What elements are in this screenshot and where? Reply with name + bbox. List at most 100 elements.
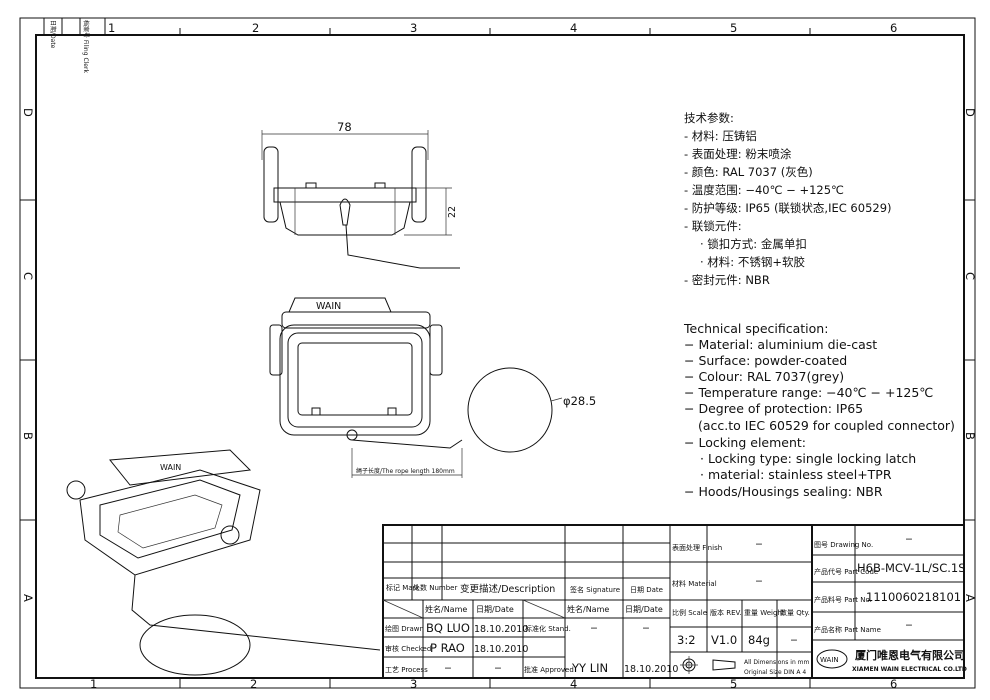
label-text: 签名 Signature [570, 585, 620, 594]
isometric-view: WAIN [66, 449, 381, 676]
label-text: 图号 Drawing No. [814, 541, 873, 549]
label-text: - 颜色: RAL 7037 (灰色) [684, 165, 813, 179]
label-text: 产品料号 Part No. [814, 595, 872, 604]
label-text: 5 [730, 677, 737, 691]
label-text: 日期/Date [49, 20, 57, 49]
label-text: BQ LUO [426, 621, 470, 635]
label-text: 技术参数: [684, 111, 734, 125]
company-logo: WAIN [816, 649, 848, 669]
label-text: 1 [90, 677, 97, 691]
label-text: V1.0 [711, 633, 737, 647]
label-text: 日期/Date [476, 605, 514, 614]
label-text: A [963, 594, 977, 602]
label-text: 处数 Number [413, 583, 457, 592]
company-name-en: XIAMEN WAIN ELECTRICAL CO.LTD [852, 666, 967, 673]
label-text: - 防护等级: IP65 (联锁状态,IEC 60529) [684, 201, 892, 215]
outer-frame [19, 17, 976, 689]
spec-english: Technical specification: − Material: alu… [683, 321, 955, 499]
label-text: 18.10.2010 [624, 664, 678, 675]
label-text: A [21, 594, 35, 602]
label-text: 5 [730, 21, 737, 35]
side-view: 78 22 [261, 120, 460, 269]
label-text: - 联锁元件: [684, 219, 742, 233]
label-text: 标记 Mark [386, 583, 420, 592]
label-text: 18.10.2010 [474, 644, 528, 655]
label-text: 姓名/Name [567, 604, 609, 614]
label-text: - 密封元件: NBR [684, 273, 770, 287]
label-text: (acc.to IEC 60529 for coupled connector) [698, 418, 955, 433]
dimension-width: 78 [337, 120, 352, 134]
label-text: 1 [108, 21, 115, 35]
label-text: 工艺 Process [385, 666, 428, 674]
label-text: 3:2 [677, 633, 696, 647]
title-block: 标记 Mark 处数 Number 变更描述/Description 签名 Si… [382, 524, 967, 679]
label-text: 重量 Weight [744, 609, 785, 617]
label-text: · material: stainless steel+TPR [700, 467, 892, 482]
label-text: 批准 Approved [524, 665, 574, 674]
label-text: 姓名/Name [425, 604, 467, 614]
label-text: WAIN [160, 463, 181, 472]
label-text: 表面处理 Finish [672, 543, 722, 552]
label-text: B [963, 432, 977, 440]
label-text: 18.10.2010 [474, 624, 528, 635]
label-text: 变更描述/Description [460, 583, 555, 595]
label-text: − [790, 635, 798, 646]
label-text: − [642, 623, 650, 634]
label-text: 版本 REV. [710, 608, 742, 617]
label-text: − Material: aluminium die-cast [684, 337, 877, 352]
label-text: 2 [250, 677, 257, 691]
label-text: 日期 Date [630, 586, 663, 594]
label-text: − Hoods/Housings sealing: NBR [684, 484, 883, 499]
label-text: 6 [890, 21, 897, 35]
label-text: − Locking element: [684, 435, 806, 450]
label-text: · 材料: 不锈钢+软胶 [700, 255, 805, 269]
rope-length-note: 绳子长度/The rope length 180mm [356, 467, 455, 475]
label-text: 3 [410, 21, 417, 35]
label-text: 材料 Material [672, 579, 717, 588]
label-text: Technical specification: [683, 321, 828, 336]
label-text: - 温度范围: −40℃ − +125℃ [684, 183, 844, 197]
label-text: 产品代号 Part Code [814, 567, 878, 576]
label-text: 数量 Qty. [780, 608, 810, 617]
label-text: − Colour: RAL 7037(grey) [684, 369, 844, 384]
label-text: − Degree of protection: IP65 [684, 401, 863, 416]
top-view: WAIN φ28.5 绳子长度/The rope length 180mm [269, 297, 596, 478]
label-text: − [494, 663, 502, 674]
label-text: − [755, 576, 763, 587]
label-text: Original Size DIN A 4 [744, 669, 806, 676]
dimension-ring-diameter: φ28.5 [563, 394, 596, 408]
column-markers: 1 2 3 4 5 6 1 2 3 4 5 6 [90, 21, 897, 691]
label-text: 1110060218101 [866, 590, 961, 604]
label-text: 6 [890, 677, 897, 691]
label-text: 3 [410, 677, 417, 691]
label-text: D [963, 108, 977, 117]
label-text: · 锁扣方式: 金属单扣 [700, 237, 807, 251]
label-text: 比例 Scale [672, 608, 707, 617]
row-markers: D C B A D C B A [20, 108, 977, 602]
dimension-height: 22 [447, 206, 458, 218]
label-text: C [963, 272, 977, 280]
label-text: 日期/Date [625, 605, 663, 614]
label-text: − [444, 663, 452, 674]
label-text: YY LIN [571, 661, 608, 675]
label-text: P RAO [430, 641, 465, 655]
label-text: WAIN [316, 301, 341, 312]
projection-symbol-icon [680, 656, 736, 674]
label-text: 4 [570, 677, 577, 691]
label-text: 档案号 Filing Clerk [82, 20, 90, 73]
label-text: All Dimensions in mm [744, 659, 809, 666]
label-text: H6B-MCV-1L/SC.1S [857, 561, 966, 575]
label-text: 标准化 Stand. [525, 624, 571, 633]
label-text: - 表面处理: 粉末喷涂 [684, 147, 792, 161]
label-text: 绘图 Drawn [385, 624, 424, 633]
label-text: 4 [570, 21, 577, 35]
label-text: C [21, 272, 35, 280]
label-text: − [905, 620, 913, 631]
label-text: − [590, 623, 598, 634]
label-text: D [21, 108, 35, 117]
label-text: 产品名称 Part Name [814, 625, 881, 634]
label-text: − [755, 539, 763, 550]
label-text: 84g [748, 633, 770, 647]
filing-box: 日期/Date 档案号 Filing Clerk [43, 18, 106, 73]
label-text: − Temperature range: −40℃ − +125℃ [684, 385, 933, 400]
